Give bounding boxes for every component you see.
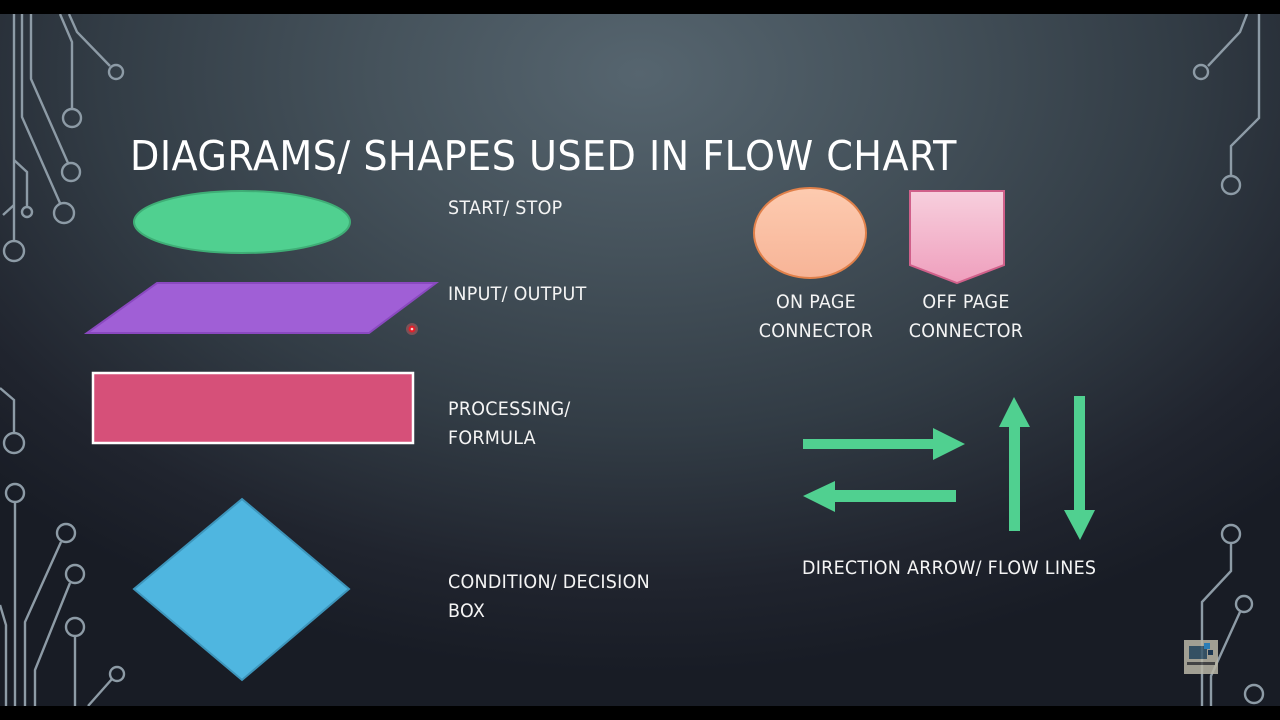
on-page-connector-label-line2: CONNECTOR (758, 320, 874, 342)
start-stop-label: START/ STOP (448, 197, 563, 219)
decision-label-line2: BOX (448, 600, 486, 622)
start-stop-ellipse-icon (133, 190, 351, 254)
arrow-down-icon (1064, 396, 1095, 540)
input-output-parallelogram-icon (83, 282, 440, 334)
cursor-pointer-icon (406, 323, 418, 335)
off-page-connector-label-line1: OFF PAGE (922, 291, 1010, 313)
shapes-canvas (83, 187, 1095, 682)
direction-arrows-label: DIRECTION ARROW/ FLOW LINES (802, 557, 1097, 579)
input-output-label: INPUT/ OUTPUT (448, 283, 587, 305)
on-page-connector-label-line1: ON PAGE (775, 291, 856, 313)
channel-logo-icon (1184, 640, 1218, 674)
arrow-left-icon (803, 481, 956, 512)
processing-rectangle-icon (91, 371, 415, 445)
circuit-decoration-icon (0, 14, 1265, 706)
off-page-connector-label-line2: CONNECTOR (908, 320, 1024, 342)
decision-label-line1: CONDITION/ DECISION (448, 571, 650, 593)
slide: DIAGRAMS/ SHAPES USED IN FLOW CHART (0, 14, 1280, 706)
processing-label-line1: PROCESSING/ (448, 398, 571, 420)
decision-diamond-icon (132, 497, 351, 682)
on-page-connector-circle-icon (753, 187, 867, 279)
arrow-right-icon (803, 428, 965, 460)
slide-title: DIAGRAMS/ SHAPES USED IN FLOW CHART (130, 132, 957, 180)
flow-arrows-group (803, 396, 1095, 540)
off-page-connector-pentagon-icon (909, 190, 1005, 285)
arrow-up-icon (999, 397, 1030, 531)
processing-label-line2: FORMULA (448, 427, 536, 449)
